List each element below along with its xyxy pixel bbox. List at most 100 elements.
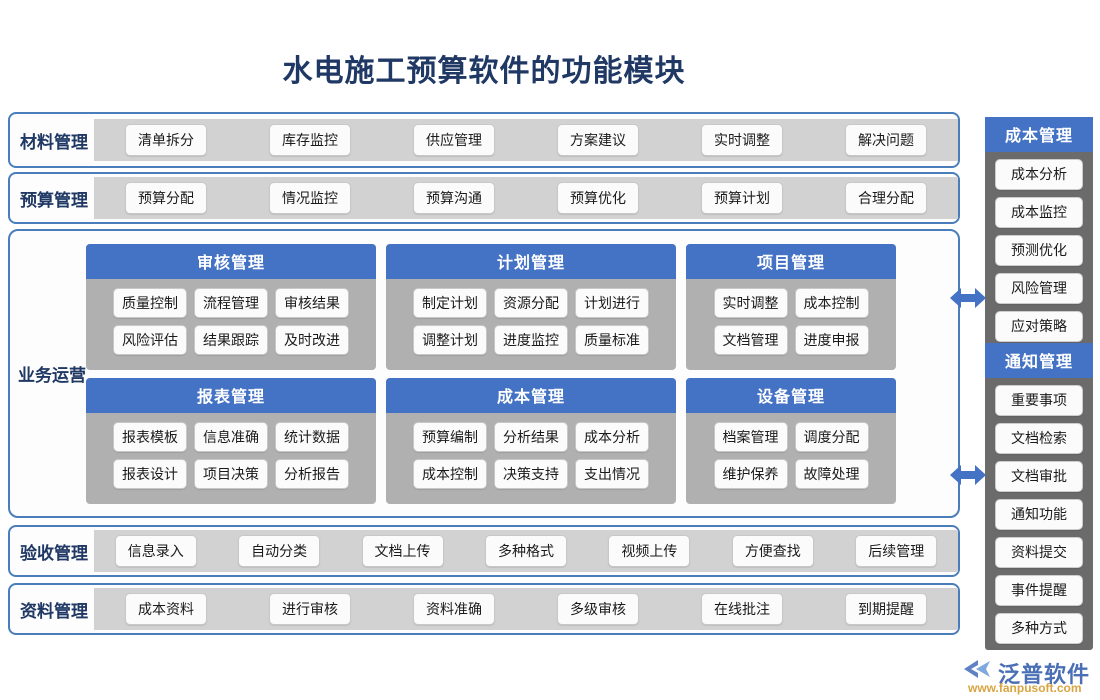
chip-item[interactable]: 成本资料	[125, 593, 207, 625]
chip-item[interactable]: 调整计划	[413, 324, 487, 355]
card-header: 设备管理	[686, 377, 896, 413]
chip-item[interactable]: 分析报告	[275, 458, 349, 489]
chip-item[interactable]: 预算优化	[557, 182, 639, 214]
chip-item[interactable]: 解决问题	[845, 124, 927, 156]
chip-item[interactable]: 库存监控	[269, 124, 351, 156]
chip-item[interactable]: 质量标准	[575, 324, 649, 355]
chip-item[interactable]: 文档上传	[361, 535, 444, 567]
sidebar-item[interactable]: 多种方式	[995, 613, 1083, 644]
chip-item[interactable]: 进度监控	[494, 324, 568, 355]
sidebar-item[interactable]: 文档检索	[995, 423, 1083, 454]
double-arrow-icon	[950, 465, 986, 485]
band-label: 验收管理	[20, 543, 88, 563]
chip-item[interactable]: 成本控制	[413, 458, 487, 489]
card-body: 报表模板 信息准确 统计数据 报表设计 项目决策 分析报告	[86, 413, 376, 504]
chip-item[interactable]: 清单拆分	[125, 124, 207, 156]
chip-item[interactable]: 情况监控	[269, 182, 351, 214]
card-line: 调整计划 进度监控 质量标准	[413, 324, 649, 355]
chip-item[interactable]: 实时调整	[701, 124, 783, 156]
band-chip-strip: 清单拆分 库存监控 供应管理 方案建议 实时调整 解决问题	[94, 119, 958, 161]
chip-item[interactable]: 分析结果	[494, 421, 568, 452]
chip-item[interactable]: 预算计划	[701, 182, 783, 214]
page-title: 水电施工预算软件的功能模块	[282, 55, 686, 88]
card-line: 预算编制 分析结果 成本分析	[413, 421, 649, 452]
chip-item[interactable]: 成本分析	[575, 421, 649, 452]
sidebar-panel-notification-management: 通知管理 重要事项 文档检索 文档审批 通知功能 资料提交 事件提醒 多种方式	[985, 343, 1093, 650]
chip-item[interactable]: 后续管理	[855, 535, 938, 567]
sidebar-item[interactable]: 成本监控	[995, 197, 1083, 228]
chip-item[interactable]: 统计数据	[275, 421, 349, 452]
sidebar-item[interactable]: 风险管理	[995, 273, 1083, 304]
card-header: 成本管理	[386, 377, 676, 413]
chip-item[interactable]: 结果跟踪	[194, 324, 268, 355]
chip-item[interactable]: 文档管理	[713, 324, 788, 355]
chip-item[interactable]: 方案建议	[557, 124, 639, 156]
card-line: 制定计划 资源分配 计划进行	[413, 287, 649, 318]
chip-item[interactable]: 制定计划	[413, 287, 487, 318]
chip-item[interactable]: 维护保养	[713, 458, 788, 489]
sidebar-item[interactable]: 文档审批	[995, 461, 1083, 492]
chip-item[interactable]: 在线批注	[701, 593, 783, 625]
sidebar-item[interactable]: 成本分析	[995, 159, 1083, 190]
band-chip-strip: 预算分配 情况监控 预算沟通 预算优化 预算计划 合理分配	[94, 177, 958, 219]
band-business-operations: 业务运营 审核管理 质量控制 流程管理 审核结果 风险评估 结果跟踪	[8, 229, 960, 518]
card-header: 报表管理	[86, 377, 376, 413]
chip-item[interactable]: 预算编制	[413, 421, 487, 452]
sidebar-item[interactable]: 预测优化	[995, 235, 1083, 266]
chip-item[interactable]: 资料准确	[413, 593, 495, 625]
card-header: 审核管理	[86, 243, 376, 279]
sidebar-item[interactable]: 资料提交	[995, 537, 1083, 568]
chip-item[interactable]: 档案管理	[713, 421, 788, 452]
chip-item[interactable]: 流程管理	[194, 287, 268, 318]
chip-item[interactable]: 预算沟通	[413, 182, 495, 214]
chip-item[interactable]: 成本控制	[794, 287, 869, 318]
sidebar-item[interactable]: 通知功能	[995, 499, 1083, 530]
band-chip-strip: 成本资料 进行审核 资料准确 多级审核 在线批注 到期提醒	[94, 588, 958, 630]
card-equipment-management: 设备管理 档案管理 调度分配 维护保养 故障处理	[686, 377, 896, 504]
chip-item[interactable]: 视频上传	[608, 535, 691, 567]
chip-item[interactable]: 故障处理	[794, 458, 869, 489]
sidebar-item[interactable]: 事件提醒	[995, 575, 1083, 606]
chip-item[interactable]: 进度申报	[794, 324, 869, 355]
card-line: 档案管理 调度分配	[713, 421, 869, 452]
chip-item[interactable]: 进行审核	[269, 593, 351, 625]
card-body: 预算编制 分析结果 成本分析 成本控制 决策支持 支出情况	[386, 413, 676, 504]
card-line: 成本控制 决策支持 支出情况	[413, 458, 649, 489]
ops-row: 审核管理 质量控制 流程管理 审核结果 风险评估 结果跟踪 及时改进	[86, 243, 950, 370]
chip-item[interactable]: 预算分配	[125, 182, 207, 214]
chip-item[interactable]: 信息录入	[114, 535, 197, 567]
chip-item[interactable]: 信息准确	[194, 421, 268, 452]
chip-item[interactable]: 合理分配	[845, 182, 927, 214]
card-body: 实时调整 成本控制 文档管理 进度申报	[686, 279, 896, 370]
sidebar-panel-header: 通知管理	[985, 343, 1093, 378]
chip-item[interactable]: 多级审核	[557, 593, 639, 625]
chip-item[interactable]: 决策支持	[494, 458, 568, 489]
band-label: 资料管理	[20, 601, 88, 621]
sidebar-item[interactable]: 应对策略	[995, 311, 1083, 342]
chip-item[interactable]: 报表模板	[113, 421, 187, 452]
chip-item[interactable]: 及时改进	[275, 324, 349, 355]
sidebar-panel-header: 成本管理	[985, 117, 1093, 152]
chip-item[interactable]: 自动分类	[238, 535, 321, 567]
chip-item[interactable]: 支出情况	[575, 458, 649, 489]
ops-card-grid: 审核管理 质量控制 流程管理 审核结果 风险评估 结果跟踪 及时改进	[86, 231, 958, 516]
chip-item[interactable]: 审核结果	[275, 287, 349, 318]
chip-item[interactable]: 计划进行	[575, 287, 649, 318]
chip-item[interactable]: 资源分配	[494, 287, 568, 318]
chip-item[interactable]: 调度分配	[794, 421, 869, 452]
chip-item[interactable]: 多种格式	[484, 535, 567, 567]
chip-item[interactable]: 项目决策	[194, 458, 268, 489]
chip-item[interactable]: 质量控制	[113, 287, 187, 318]
chip-item[interactable]: 风险评估	[113, 324, 187, 355]
card-body: 质量控制 流程管理 审核结果 风险评估 结果跟踪 及时改进	[86, 279, 376, 370]
chip-item[interactable]: 到期提醒	[845, 593, 927, 625]
logo-mark-icon	[964, 660, 990, 678]
card-line: 维护保养 故障处理	[713, 458, 869, 489]
chip-item[interactable]: 实时调整	[713, 287, 788, 318]
chip-item[interactable]: 方便查找	[731, 535, 814, 567]
sidebar-item[interactable]: 重要事项	[995, 385, 1083, 416]
band-budget-management: 预算管理 预算分配 情况监控 预算沟通 预算优化 预算计划 合理分配	[8, 172, 960, 224]
chip-item[interactable]: 供应管理	[413, 124, 495, 156]
chip-item[interactable]: 报表设计	[113, 458, 187, 489]
